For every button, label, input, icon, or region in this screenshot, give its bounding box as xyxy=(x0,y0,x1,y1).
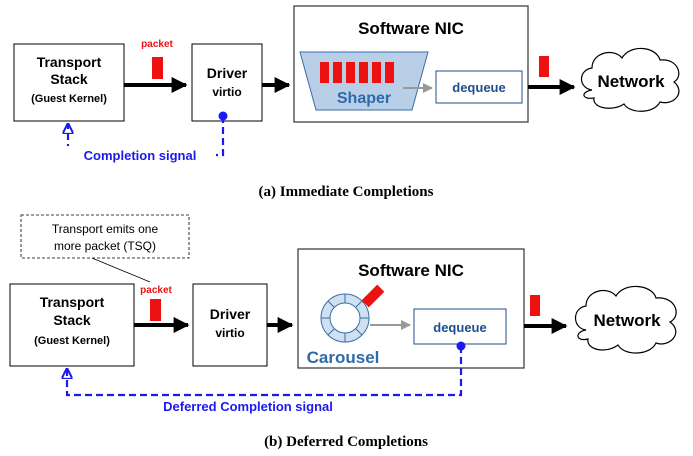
shaper-label: Shaper xyxy=(337,90,391,107)
transport-label-line1: Transport xyxy=(40,294,105,310)
transport-stack-box: Transport Stack (Guest Kernel) xyxy=(9,283,135,367)
diagram-immediate: Transport Stack (Guest Kernel) packet Dr… xyxy=(13,5,680,200)
transport-stack-box: Transport Stack (Guest Kernel) xyxy=(13,43,125,122)
transport-label-line2: Stack xyxy=(53,312,91,328)
packet-label: packet xyxy=(140,285,172,296)
carousel-packet xyxy=(361,284,385,308)
network-label: Network xyxy=(593,311,661,330)
dequeue-box xyxy=(413,308,507,345)
diagram-deferred: Transport emits one more packet (TSQ) Tr… xyxy=(9,214,677,450)
tsq-note: Transport emits one more packet (TSQ) xyxy=(20,214,190,259)
outgoing-packet xyxy=(530,295,540,316)
outgoing-packet xyxy=(539,56,549,77)
queued-packet-1 xyxy=(320,62,329,83)
caption-b: (b) Deferred Completions xyxy=(264,434,428,450)
note-line1: Transport emits one xyxy=(52,222,159,236)
transport-sub-label: (Guest Kernel) xyxy=(34,335,110,347)
completion-label-bg xyxy=(130,397,366,415)
packet-icon xyxy=(152,57,163,79)
driver-sub-label: virtio xyxy=(215,326,244,340)
carousel-label: Carousel xyxy=(307,348,380,367)
queued-packet-5 xyxy=(372,62,381,83)
network-cloud: Network xyxy=(574,285,677,354)
queued-packet-3 xyxy=(346,62,355,83)
transport-label-line1: Transport xyxy=(37,54,102,70)
software-nic-box: Software NIC Shaper dequeue xyxy=(293,5,529,123)
driver-box: Driver virtio xyxy=(192,283,268,367)
caption-a: (a) Immediate Completions xyxy=(259,184,434,200)
carousel-wheel-icon xyxy=(320,293,370,343)
dequeue-label: dequeue xyxy=(433,320,486,335)
dequeue-label: dequeue xyxy=(452,80,505,95)
driver-label: Driver xyxy=(207,65,248,81)
completion-label-bg xyxy=(64,146,216,164)
network-cloud: Network xyxy=(580,47,680,112)
transport-sub-label: (Guest Kernel) xyxy=(31,93,107,105)
completion-signal-label: Completion signal xyxy=(84,148,197,163)
note-pointer xyxy=(91,257,151,283)
queued-packet-6 xyxy=(385,62,394,83)
transport-label-line2: Stack xyxy=(50,71,88,87)
queued-packet-2 xyxy=(333,62,342,83)
driver-label: Driver xyxy=(210,306,251,322)
driver-sub-label: virtio xyxy=(212,85,241,99)
packet-icon xyxy=(150,299,161,321)
nic-title: Software NIC xyxy=(358,19,464,38)
note-line2: more packet (TSQ) xyxy=(54,239,156,253)
deferred-completion-label: Deferred Completion signal xyxy=(163,399,333,414)
deferred-completion-path xyxy=(67,346,463,397)
dequeue-box xyxy=(435,70,523,104)
nic-title: Software NIC xyxy=(358,261,464,280)
queued-packet-4 xyxy=(359,62,368,83)
driver-box: Driver virtio xyxy=(191,43,263,122)
packet-label: packet xyxy=(141,39,173,50)
software-nic-box: Software NIC Carousel dequeue xyxy=(297,248,525,369)
network-label: Network xyxy=(597,72,665,91)
